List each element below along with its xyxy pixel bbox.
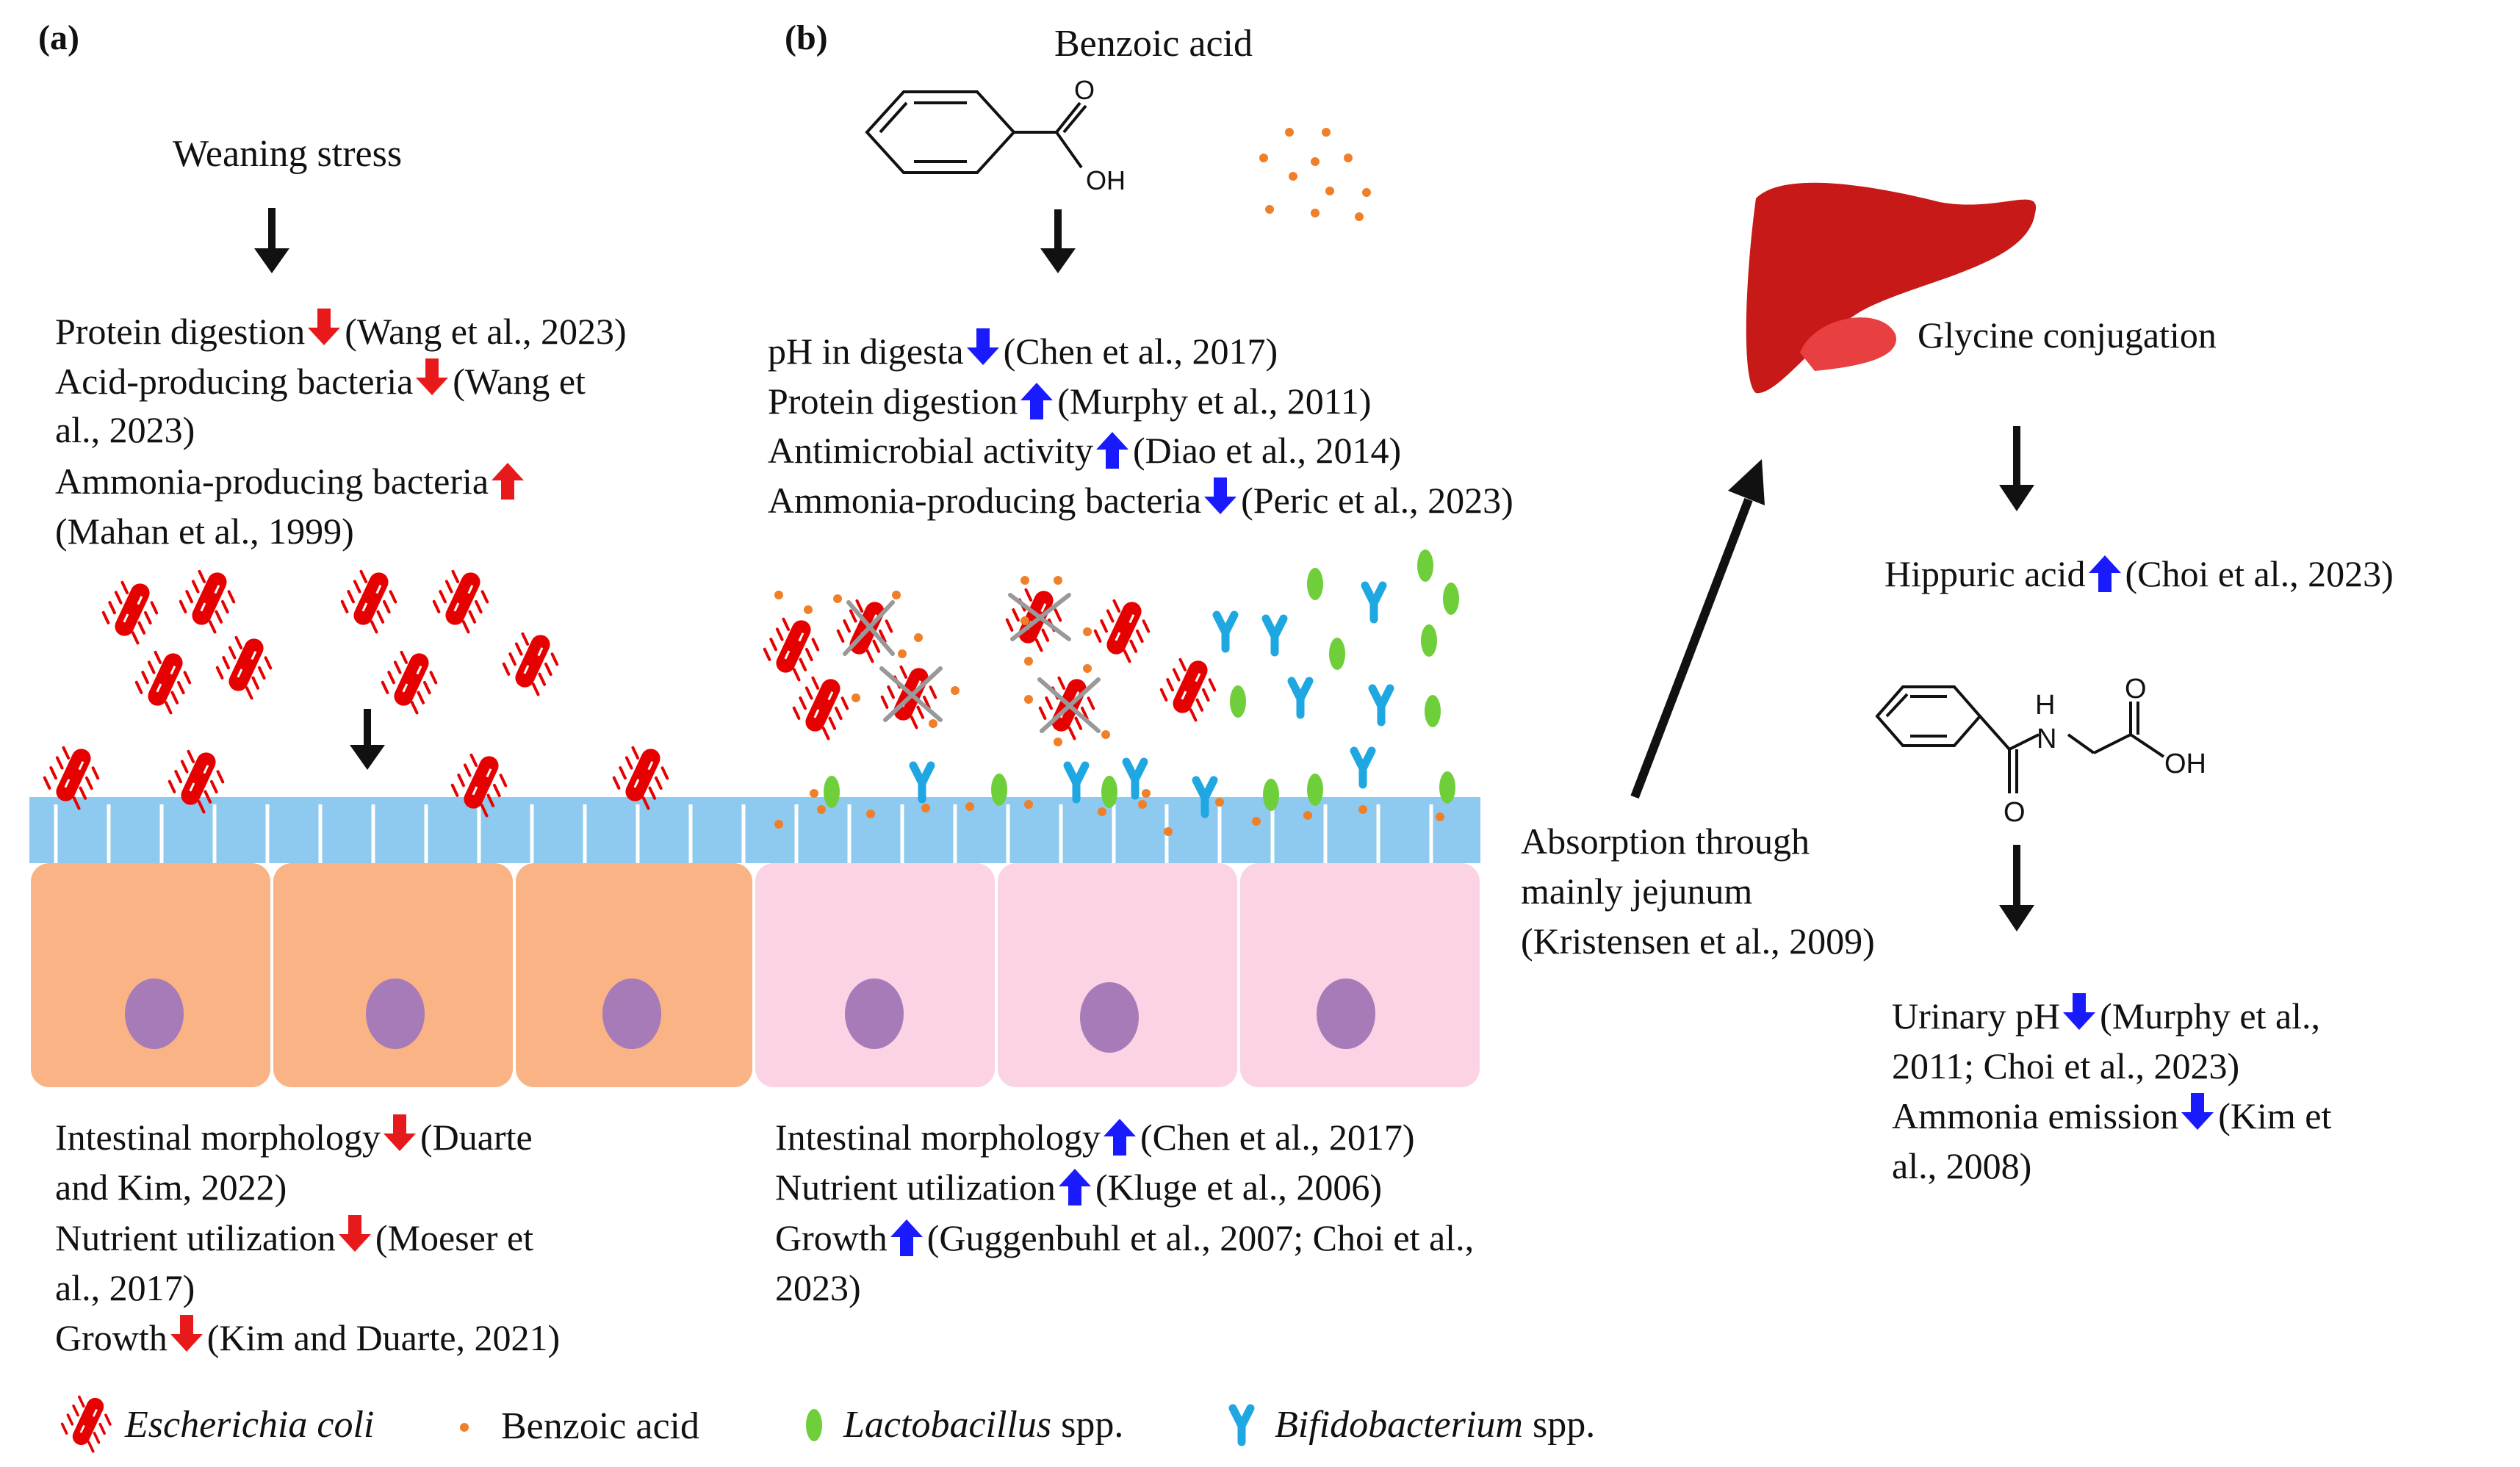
red-up-arrow-icon <box>492 463 525 502</box>
hippuric-oh-label: OH <box>2164 749 2206 779</box>
ecoli-cluster-b <box>757 580 1225 742</box>
blue-down-arrow-icon <box>1204 476 1237 515</box>
legend-benzoic-icon <box>460 1423 469 1432</box>
liver-icon <box>1746 182 2037 394</box>
a-bottom-effect-3: Growth(Kim and Duarte, 2021) <box>55 1313 560 1369</box>
red-down-arrow-icon <box>384 1113 416 1152</box>
hippuric-o-top: O <box>2125 674 2147 704</box>
a-effect-2-cont: al., 2023) <box>55 409 195 450</box>
panel-label-a: (a) <box>38 18 79 57</box>
red-down-arrow-icon <box>308 307 341 346</box>
benzoic-oh-label: OH <box>1086 165 1126 195</box>
legend-lacto-label: Lactobacillus spp. <box>843 1404 1124 1446</box>
legend-bifido-icon <box>1233 1408 1250 1442</box>
blue-down-arrow-icon <box>966 327 999 366</box>
blue-up-arrow-icon <box>1020 383 1054 422</box>
hippuric-acid-structure <box>1875 685 2165 793</box>
urine-effect-1: Urinary pH(Murphy et al., <box>1892 992 2320 1047</box>
flow-arrow-r2 <box>1999 845 2034 931</box>
a-effect-3-cont: (Mahan et al., 1999) <box>55 511 354 552</box>
blue-up-arrow-icon <box>2088 555 2121 594</box>
blue-up-arrow-icon <box>890 1219 923 1258</box>
b-bottom-effect-2: Nutrient utilization(Kluge et al., 2006) <box>775 1163 1382 1218</box>
legend-lacto-icon <box>806 1409 822 1441</box>
red-down-arrow-icon <box>338 1214 371 1252</box>
legend-benzoic-label: Benzoic acid <box>501 1405 699 1447</box>
a-bottom-effect-2-cont: al., 2017) <box>55 1267 195 1308</box>
hippuric-h-label: H <box>2035 690 2055 721</box>
hippuric-acid-effect: Hippuric acid(Choi et al., 2023) <box>1884 549 2394 605</box>
benzoic-dot-cluster <box>1259 128 1371 221</box>
a-bottom-effect-1: Intestinal morphology(Duarte <box>55 1113 533 1168</box>
a-bottom-effect-2: Nutrient utilization(Moeser et <box>55 1214 533 1269</box>
glycine-conjugation-label: Glycine conjugation <box>1918 314 2217 356</box>
benzoic-acid-title: Benzoic acid <box>1054 23 1253 65</box>
blue-down-arrow-icon <box>2063 992 2096 1031</box>
blue-down-arrow-icon <box>2181 1092 2214 1131</box>
absorption-arrow <box>1630 459 1765 799</box>
red-down-arrow-icon <box>170 1313 203 1352</box>
panel-label-b: (b) <box>785 18 828 57</box>
blue-up-arrow-icon <box>1104 1119 1136 1158</box>
a-effect-1: Protein digestion(Wang et al., 2023) <box>55 307 627 362</box>
epithelium <box>29 779 1480 1087</box>
damage-crosses <box>843 593 1101 733</box>
flow-arrow-r1 <box>1999 426 2034 511</box>
b-effect-1: pH in digesta(Chen et al., 2017) <box>768 327 1278 382</box>
b-effect-3: Antimicrobial activity(Diao et al., 2014… <box>768 426 1401 481</box>
flow-arrow-a1 <box>254 208 289 273</box>
benzoic-acid-structure <box>865 90 1087 174</box>
b-bottom-effect-3: Growth(Guggenbuhl et al., 2007; Choi et … <box>775 1214 1474 1269</box>
blue-up-arrow-icon <box>1058 1169 1091 1208</box>
flow-arrow-a2 <box>350 709 385 770</box>
blue-up-arrow-icon <box>1095 432 1128 471</box>
urine-effect-2-cont: al., 2008) <box>1892 1145 2032 1186</box>
b-effect-4: Ammonia-producing bacteria(Peric et al.,… <box>768 476 1513 531</box>
legend-ecoli-label: Escherichia coli <box>125 1404 375 1446</box>
hippuric-o-bottom: O <box>2004 797 2026 828</box>
b-effect-2: Protein digestion(Murphy et al., 2011) <box>768 377 1372 432</box>
b-bottom-effect-3-cont: 2023) <box>775 1267 861 1308</box>
b-bottom-effect-1: Intestinal morphology(Chen et al., 2017) <box>775 1113 1415 1168</box>
benzoic-o-label: O <box>1074 75 1095 105</box>
a-effect-3: Ammonia-producing bacteria <box>55 457 528 512</box>
a-bottom-effect-1-cont: and Kim, 2022) <box>55 1167 287 1208</box>
urine-effect-1-cont: 2011; Choi et al., 2023) <box>1892 1045 2240 1086</box>
legend-ecoli-icon <box>56 1388 120 1455</box>
absorption-line-2: mainly jejunum <box>1521 871 1753 912</box>
absorption-line-3: (Kristensen et al., 2009) <box>1521 920 1875 962</box>
absorption-line-1: Absorption through <box>1521 821 1810 862</box>
red-down-arrow-icon <box>416 357 449 396</box>
weaning-stress-title: Weaning stress <box>173 133 403 175</box>
hippuric-n-label: N <box>2037 724 2056 754</box>
a-effect-2: Acid-producing bacteria(Wang et <box>55 357 586 412</box>
flow-arrow-b1 <box>1040 209 1076 273</box>
urine-effect-2: Ammonia emission(Kim et <box>1892 1092 2331 1147</box>
legend-bifido-label: Bifidobacterium spp. <box>1275 1404 1596 1446</box>
